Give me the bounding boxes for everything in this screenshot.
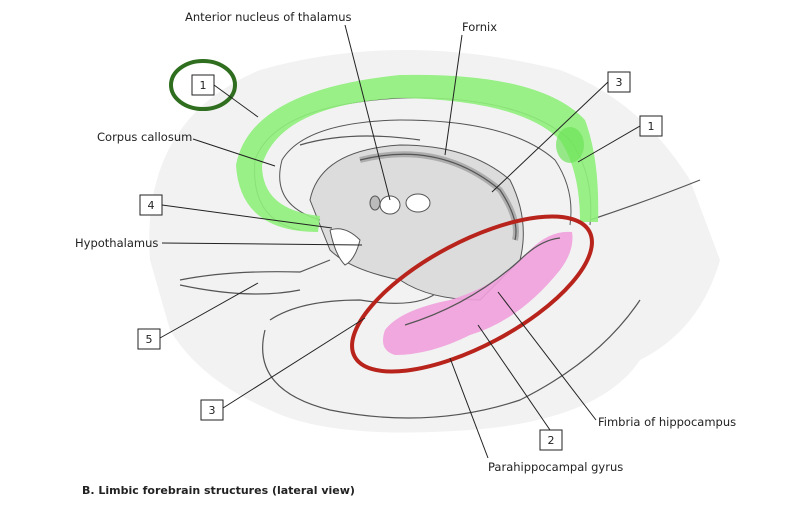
number-box-2: 2 <box>539 429 563 451</box>
brain-illustration <box>149 50 720 433</box>
svg-text:4: 4 <box>148 199 155 212</box>
figure-caption: B. Limbic forebrain structures (lateral … <box>82 484 355 497</box>
cingulate-dark-patch <box>556 127 584 163</box>
label-fimbria: Fimbria of hippocampus <box>598 415 736 429</box>
svg-text:3: 3 <box>616 76 623 89</box>
number-box-3-top: 3 <box>607 71 631 93</box>
label-parahippocampal: Parahippocampal gyrus <box>488 460 623 474</box>
svg-text:1: 1 <box>648 120 655 133</box>
svg-text:2: 2 <box>548 434 555 447</box>
number-box-4: 4 <box>139 194 163 216</box>
leader-lines <box>159 24 641 459</box>
svg-text:5: 5 <box>146 333 153 346</box>
label-anterior-nucleus: Anterior nucleus of thalamus <box>185 10 352 24</box>
green-circle-annotation <box>169 59 237 111</box>
hippocampus-highlight <box>382 231 573 355</box>
label-hypothalamus: Hypothalamus <box>75 236 158 250</box>
number-box-3-bottom: 3 <box>200 399 224 421</box>
number-box-5: 5 <box>137 328 161 350</box>
svg-text:1: 1 <box>200 79 207 92</box>
svg-text:3: 3 <box>209 404 216 417</box>
label-fornix: Fornix <box>462 20 497 34</box>
number-box-1-right: 1 <box>639 115 663 137</box>
label-corpus-callosum: Corpus callosum <box>97 130 192 144</box>
cingulate-gyrus-highlight <box>236 74 599 232</box>
number-box-1-left: 1 <box>191 74 215 96</box>
red-circle-annotation <box>350 214 594 374</box>
